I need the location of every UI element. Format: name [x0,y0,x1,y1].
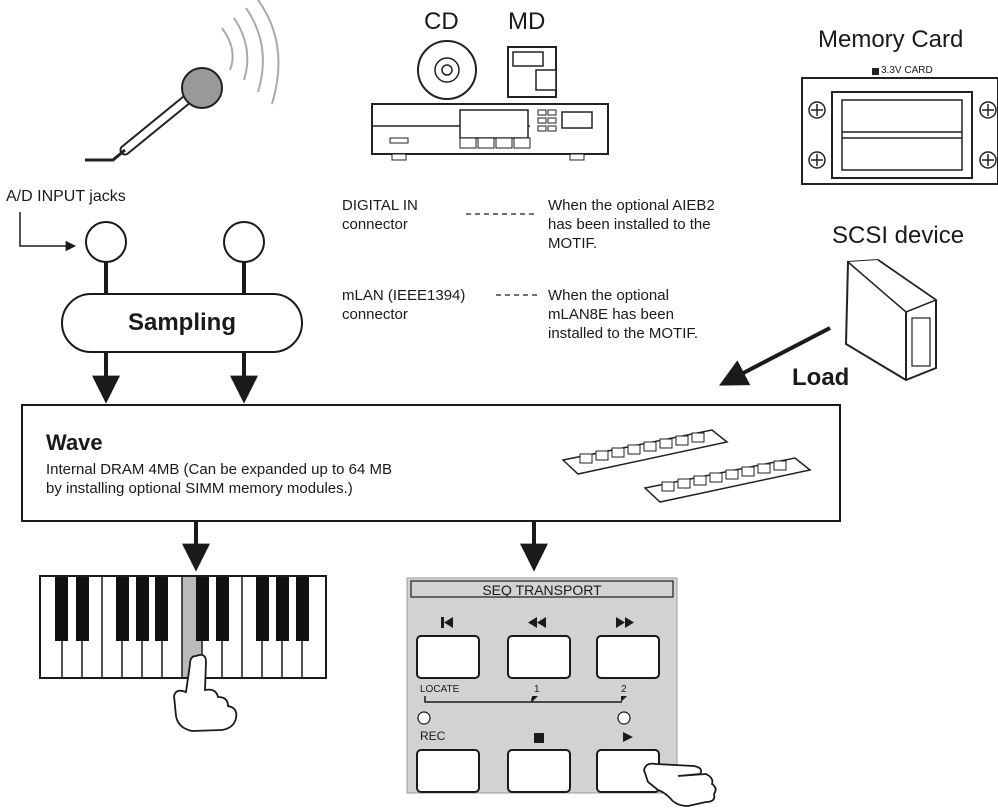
locate-label: LOCATE [420,684,460,695]
pointing-hand-icon [173,653,238,732]
wave-description: Internal DRAM 4MB (Can be expanded up to… [46,461,393,497]
card-slot-text: 3.3V CARD [881,65,933,76]
simm-module-icon [561,429,812,503]
top-button-button[interactable] [416,635,480,679]
top-icon [441,617,444,628]
wave-box [21,404,841,522]
locate-led-right [617,711,631,725]
wave-title: Wave [46,430,103,455]
md-label: MD [508,8,546,35]
mlan-label: mLAN (IEEE1394) connector [342,287,466,323]
sampling-box [61,293,303,353]
sampling-label: Sampling [127,309,236,336]
ad-input-pointer [19,212,77,252]
keyboard-icon [39,575,327,679]
cd-md-player-icon [371,103,609,161]
play-icon [623,732,633,742]
cd-label: CD [424,8,459,35]
rec-label: REC [420,729,446,743]
ad-input-label: A/D INPUT jacks [6,188,126,205]
mlan-note: When the optional mLAN8E has been instal… [548,287,699,342]
microphone-icon [85,0,280,162]
stop-button[interactable] [507,749,571,793]
rec-button[interactable] [416,749,480,793]
load-label: Load [792,364,850,391]
scsi-device-label: SCSI device [832,222,965,249]
fast-forward-button[interactable] [596,635,660,679]
md-icon [507,46,557,98]
memory-card-slot-icon [801,68,998,185]
fast-forward-icon [616,617,634,628]
pressing-hand-icon [643,762,717,807]
digital-in-note: When the optional AIEB2 has been install… [548,197,715,252]
locate-1-label: 1 [534,684,540,695]
rewind-button[interactable] [507,635,571,679]
scsi-device-icon [844,258,938,382]
memory-card-label: Memory Card [818,26,964,53]
locate-2-label: 2 [621,684,627,695]
cd-icon [417,40,477,100]
rewind-icon [528,617,546,628]
digital-in-label: DIGITAL IN connector [342,197,418,233]
seq-transport-title: SEQ TRANSPORT [482,582,602,598]
bottom-transport-buttons [416,749,660,793]
top-transport-buttons [416,635,660,679]
stop-icon [534,733,544,743]
input-jack-1 [85,221,127,263]
input-jack-2 [223,221,265,263]
transport-glyph-icons [441,617,634,628]
locate-led-left [417,711,431,725]
load-arrow [719,326,831,386]
